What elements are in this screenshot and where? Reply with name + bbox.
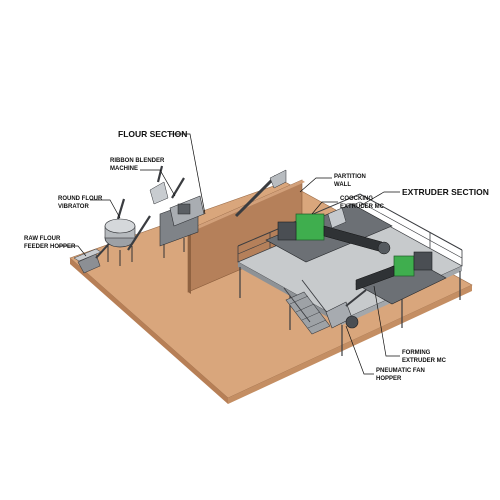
cooking-extruder-motor [295,213,325,241]
forming-extruder-machine [355,251,447,305]
leader-cooking-extruder [311,201,338,215]
wall-end [188,230,191,294]
forming-extruder-gearbox [413,251,433,271]
label-extruder-section: EXTRUDER SECTION [402,187,489,197]
callout-lines [58,133,400,375]
stair-step [295,303,315,313]
leader-partition-wall [299,177,332,193]
label-forming-extruder-2: EXTRUDER MC [402,358,447,364]
conveyor-hopper [269,169,287,189]
floor-side-right [228,285,472,404]
leader-flour-section [170,133,206,215]
forming-extruder-motor [393,255,415,277]
screw-conveyor-over-wall [234,169,287,218]
cooking-extruder-machine [265,203,393,263]
stair-stringer [285,291,331,335]
fan-housing [345,315,359,329]
blender-elevator [171,177,185,199]
round-flour-vibrator [104,198,151,266]
label-cooking-extruder-2: EXTRUDER MC [340,204,385,210]
label-forming-extruder-1: FORMING [402,350,431,356]
cooking-extruder-gearbox [277,221,297,241]
blender-motor [177,203,191,215]
label-raw-flour-2: FEEDER HOPPER [24,244,76,250]
vibrator-lid [104,218,136,234]
label-cooking-extruder-1: COOCKING [340,196,373,202]
cooking-extruder-flange [377,241,391,255]
label-flour-section: FLOUR SECTION [118,129,187,139]
stair-step [307,319,327,329]
leader-forming-extruder [373,285,400,357]
raw-flour-feeder-hopper [73,235,117,274]
label-ribbon-blender-2: MACHINE [110,166,138,172]
blender-feed-screw [156,165,164,183]
blender-discharge-hopper [149,181,169,205]
leader-ribbon-blender [140,169,176,197]
label-raw-flour-1: RAW FLOUR [24,236,61,242]
fan-duct [345,289,367,307]
label-ribbon-blender-1: RIBBON BLENDER [110,158,165,164]
label-pneumatic-fan-1: PNEUMATIC FAN [376,368,425,374]
label-partition-wall-2: WALL [334,182,351,188]
stair-rail [283,287,311,323]
vibrator-outlet-screw [127,215,151,251]
platform-stairs [283,279,331,335]
label-pneumatic-fan-2: HOPPER [376,376,402,382]
leader-extruder-section [359,191,400,207]
conveyor-tube [234,174,278,218]
leader-pneumatic-fan [345,325,374,375]
stair-step [301,311,321,321]
label-round-flour-vibrator-2: VIBRATOR [58,204,89,210]
stair-rail [301,279,329,315]
stair-step [289,295,309,305]
pneumatic-fan-hopper [325,289,367,329]
ribbon-blender-machine [149,165,205,258]
forming-extruder-barrel [355,265,395,291]
label-partition-wall-1: PARTITION [334,174,366,180]
cooking-extruder-hopper [327,207,347,229]
floor-side-left [70,258,228,404]
leader-raw-flour [58,245,87,257]
label-round-flour-vibrator-1: ROUND FLOUR [58,196,103,202]
leader-round-flour-vibrator [90,199,121,219]
